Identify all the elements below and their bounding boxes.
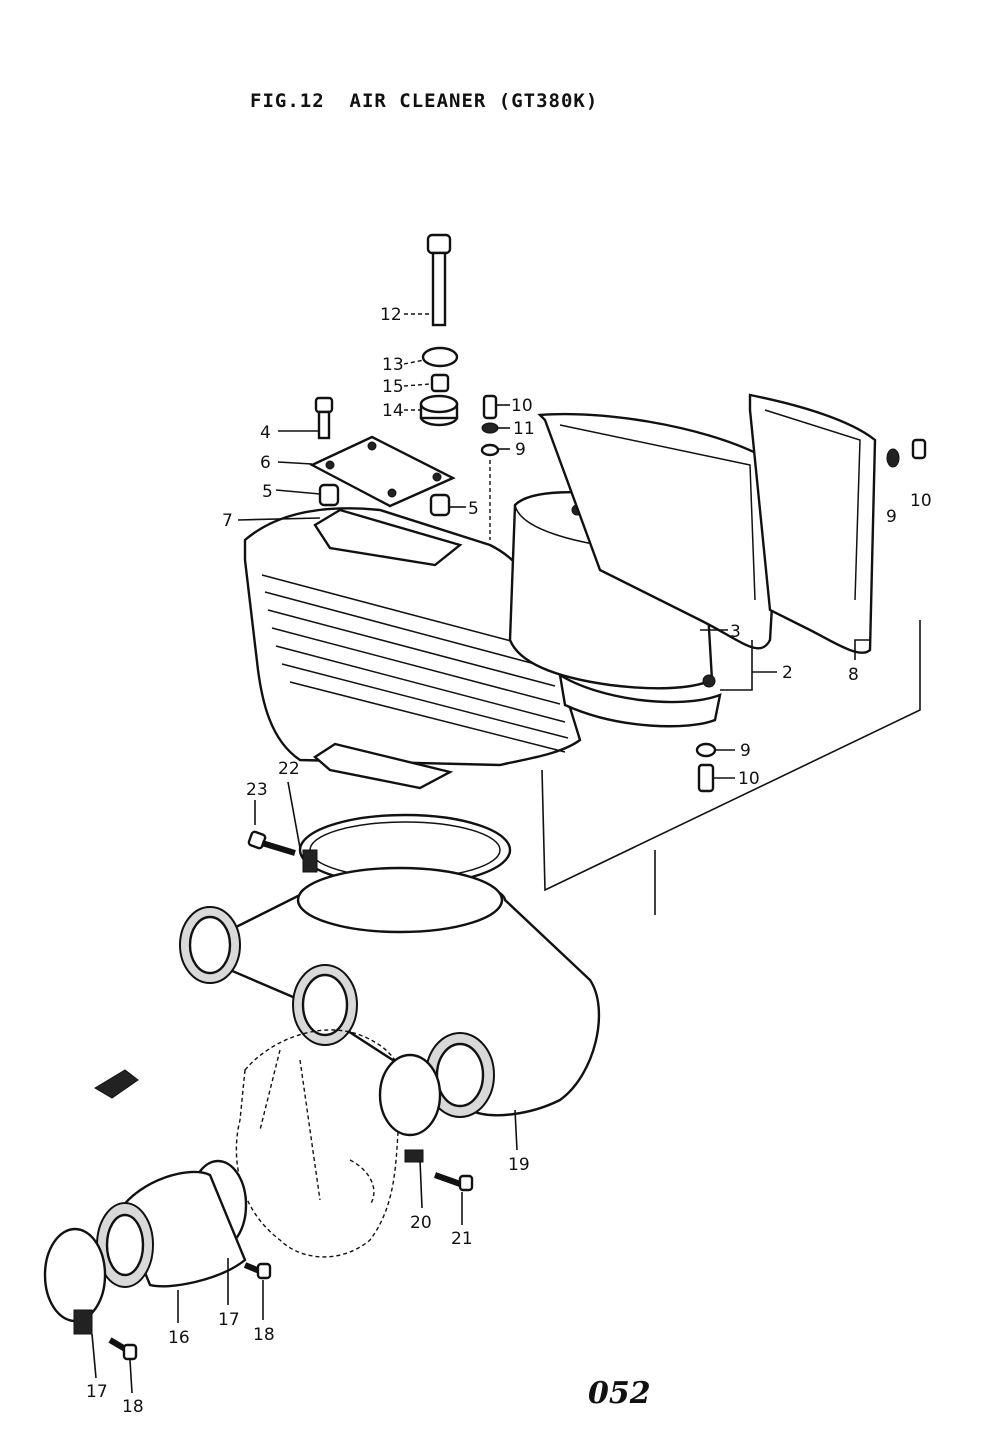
washer-9-top — [480, 443, 500, 457]
callout-7: 7 — [222, 511, 233, 531]
washer-13 — [421, 346, 459, 368]
clamp-22 — [298, 813, 512, 887]
cushion-5-left — [318, 483, 340, 507]
callout-5-left: 5 — [262, 482, 273, 502]
callout-18-lower: 18 — [122, 1397, 144, 1417]
callout-10-lower: 10 — [738, 769, 760, 789]
callout-9-right: 9 — [886, 507, 897, 527]
callout-6: 6 — [260, 453, 271, 473]
screw-18-lower — [108, 1337, 138, 1361]
intake-tube-19 — [179, 866, 601, 1118]
callout-23: 23 — [246, 780, 268, 800]
callout-17-upper: 17 — [218, 1310, 240, 1330]
callout-3: 3 — [730, 622, 741, 642]
callout-14: 14 — [382, 401, 404, 421]
callout-9-top: 9 — [515, 440, 526, 460]
case-gasket — [313, 742, 454, 790]
screw-4 — [314, 396, 334, 440]
carburetor-outline — [235, 1029, 405, 1258]
bolt-12 — [426, 233, 452, 327]
screw-10-top — [482, 394, 498, 420]
leader-lines — [91, 313, 870, 1394]
joint-16 — [96, 1170, 247, 1288]
callout-13: 13 — [382, 355, 404, 375]
screw-10-right — [911, 438, 927, 460]
callout-20: 20 — [410, 1213, 432, 1233]
callout-9-lower: 9 — [740, 741, 751, 761]
callout-11: 11 — [513, 419, 535, 439]
page-title: FIG.12 AIR CLEANER (GT380K) — [250, 90, 599, 112]
page-number: 052 — [588, 1376, 651, 1411]
callout-10-right: 10 — [910, 491, 932, 511]
collar-15 — [430, 373, 450, 393]
callout-8: 8 — [848, 665, 859, 685]
callout-4: 4 — [260, 423, 271, 443]
clamp-20 — [378, 1053, 442, 1163]
plate-6 — [309, 435, 456, 508]
assembly-bracket — [541, 620, 921, 892]
callout-10-top: 10 — [511, 396, 533, 416]
screw-21 — [433, 1172, 474, 1192]
callout-5-right: 5 — [468, 499, 479, 519]
screw-18-upper — [243, 1262, 272, 1280]
callout-18-upper: 18 — [253, 1325, 275, 1345]
element-holder-2 — [558, 672, 722, 728]
washer-9-right — [886, 448, 900, 468]
lock-washer-11 — [481, 422, 499, 434]
callout-22: 22 — [278, 759, 300, 779]
cap-8 — [748, 393, 877, 654]
cushion-14 — [419, 394, 459, 427]
callout-16: 16 — [168, 1328, 190, 1348]
clamp-17-lower — [43, 1227, 107, 1335]
callout-19: 19 — [508, 1155, 530, 1175]
callout-12: 12 — [380, 305, 402, 325]
callout-21: 21 — [451, 1229, 473, 1249]
callout-2: 2 — [782, 663, 793, 683]
callout-15: 15 — [382, 377, 404, 397]
callout-17-lower: 17 — [86, 1382, 108, 1402]
screw-23 — [247, 830, 296, 856]
front-arrow-icon — [94, 1069, 139, 1099]
cushion-5-right — [429, 493, 451, 517]
washer-9-lower — [695, 742, 717, 758]
screw-10-lower — [697, 763, 715, 793]
